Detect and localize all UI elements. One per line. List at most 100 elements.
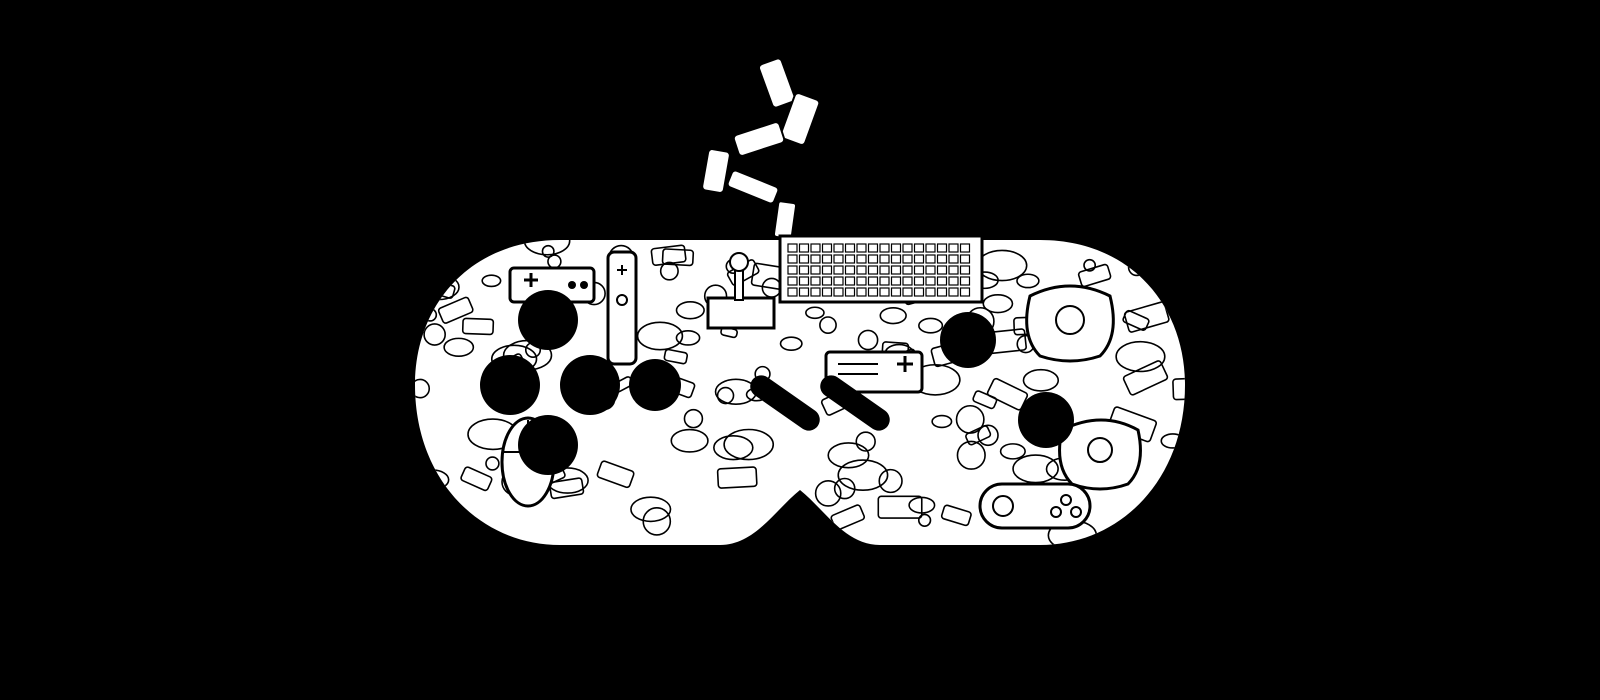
keyboard-key [867,265,879,275]
keyboard-key [821,276,833,286]
mosaic-piece [541,244,555,258]
mosaic-piece [650,244,687,266]
mosaic-piece [779,336,803,352]
mosaic-piece [965,425,992,446]
mosaic-piece [548,477,585,500]
keyboard-key [902,287,913,297]
nes-controller-icon [824,350,924,394]
keyboard-key [890,254,902,264]
mosaic-piece [716,466,758,489]
mosaic-piece [630,496,672,523]
keyboard-icon [778,234,984,304]
mosaic-piece [918,317,944,334]
keyboard-key [948,254,959,264]
keyboard-key [833,276,844,286]
keyboard-key [925,276,936,286]
mosaic-piece [805,306,825,320]
mosaic-piece [877,495,923,519]
keyboard-key [936,265,948,275]
keyboard-key [821,243,833,253]
mosaic-piece [827,442,870,469]
mosaic-piece [977,424,999,447]
keyboard-key [879,276,890,286]
keyboard-key [798,287,810,297]
mosaic-piece [1122,360,1169,396]
mosaic-piece [940,504,972,527]
mosaic-piece [661,248,695,267]
mosaic-piece [1115,340,1166,373]
keyboard-key [867,276,879,286]
keyboard-key [821,265,833,275]
keyboard-key [902,254,913,264]
mosaic-piece [683,408,704,429]
keyboard-key [856,254,867,264]
mosaic-piece [415,378,431,399]
keyboard-key [856,287,867,297]
action-button-holes [940,312,1074,448]
mosaic-piece [485,456,500,471]
dreamcast-controller-icon [1025,284,1115,363]
keyboard-key [798,243,810,253]
keyboard-key [810,254,821,264]
snes-controller-icon [978,482,1092,530]
keyboard-key [902,276,913,286]
keyboard-key [787,254,798,264]
keyboard-key [925,287,936,297]
mosaic-piece [443,337,475,358]
mosaic-piece [972,390,998,410]
keyboard-key [844,254,856,264]
keyboard-key [833,287,844,297]
keyboard-key [959,254,971,264]
mosaic-piece [1077,263,1112,288]
keyboard-key [948,243,959,253]
keyboard-key [798,254,810,264]
keyboard-key [787,287,798,297]
mosaic-piece [663,348,689,365]
mosaic-piece [819,316,837,335]
mosaic-piece [437,296,474,324]
keyboard-key [844,276,856,286]
keyboard-key [948,265,959,275]
mosaic-piece [723,428,775,461]
keyboard-key [890,287,902,297]
mosaic-piece [756,530,780,544]
mosaic-piece [423,323,446,346]
keyboard-key [879,265,890,275]
keyboard-key [787,276,798,286]
mosaic-piece [716,386,735,405]
keyboard-key [913,265,925,275]
mosaic-piece [917,513,932,527]
keyboard-key [856,265,867,275]
mosaic-piece [675,301,705,320]
select-start-slots [750,375,890,431]
keyboard-key [936,276,948,286]
keyboard-key [902,243,913,253]
keyboard-key [913,276,925,286]
keyboard-key [879,243,890,253]
joystick-icon [706,252,776,330]
keyboard-key [810,287,821,297]
keyboard-key [833,265,844,275]
mosaic-piece [460,466,493,492]
mosaic-piece [814,479,842,507]
keyboard-key [890,243,902,253]
mosaic-piece [855,431,876,452]
mosaic-piece [713,434,754,461]
keyboard-key [959,287,971,297]
keyboard-key [867,287,879,297]
keyboard-key [833,243,844,253]
keyboard-key [879,287,890,297]
mosaic-piece [878,468,903,494]
keyboard-key [902,265,913,275]
keyboard-key [867,254,879,264]
mosaic-piece [857,329,879,351]
mosaic-piece [1127,258,1146,277]
keyboard-key [936,243,948,253]
mosaic-piece [461,317,495,336]
mosaic-piece [659,261,679,281]
mosaic-piece [481,274,502,288]
mosaic-piece [1083,258,1097,272]
keyboard-key [844,287,856,297]
